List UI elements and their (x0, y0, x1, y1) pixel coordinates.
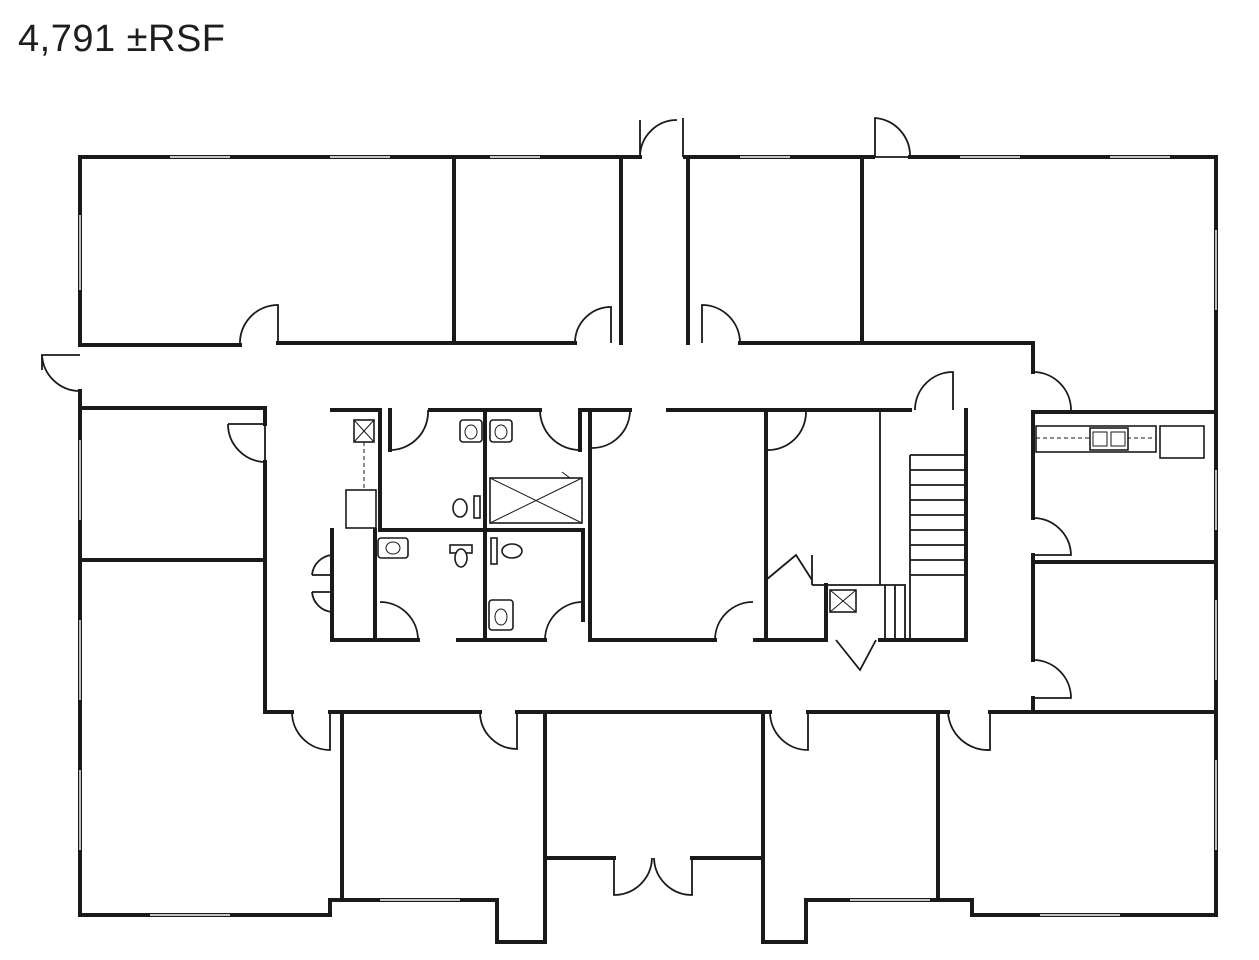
elevator (489, 471, 583, 524)
west-offices (78, 406, 1035, 902)
mechanical-shaft (345, 419, 857, 613)
restroom-fixtures (377, 419, 523, 631)
east-offices (1031, 410, 1218, 714)
door-swings (41, 117, 1072, 896)
north-offices (78, 155, 1035, 374)
stairs (884, 454, 966, 640)
kitchenette (1035, 425, 1205, 459)
exterior-walls (78, 155, 1218, 944)
windows (79, 156, 1217, 916)
closet-doors (311, 554, 333, 613)
south-offices (543, 710, 940, 902)
rentable-area-label: 4,791 ±RSF (18, 18, 226, 60)
central-core (311, 408, 968, 642)
